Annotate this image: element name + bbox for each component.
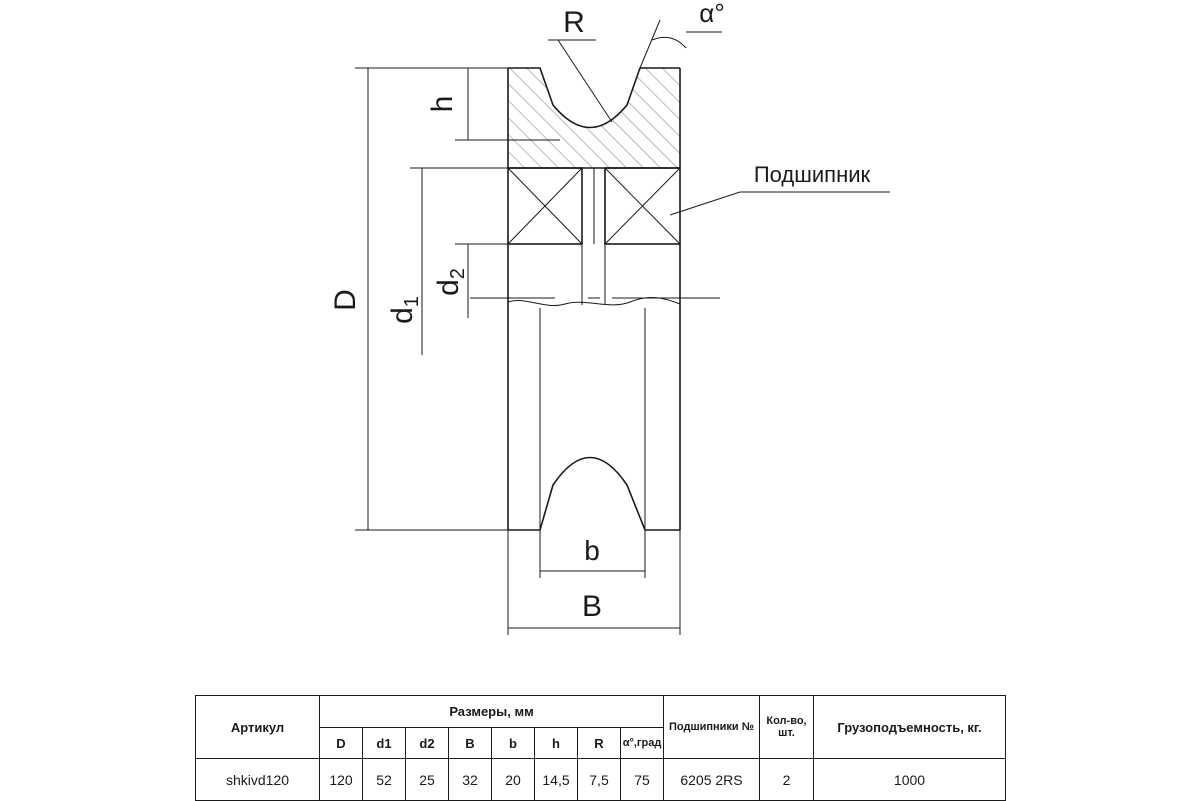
cell-b: 20: [491, 758, 535, 801]
cell-bearing: 6205 2RS: [663, 758, 760, 801]
dimension-h: h: [426, 67, 560, 141]
dimension-d2: d2: [432, 243, 508, 318]
col-h: h: [534, 727, 578, 759]
pulley-body: [507, 244, 681, 531]
cell-d2: 25: [405, 758, 449, 801]
table-row: shkivd120 120 52 25 32 20 14,5 7,5 75 62…: [195, 758, 1006, 801]
dimension-d1: d1: [386, 167, 508, 355]
dimension-D: D: [329, 67, 508, 531]
cell-capacity: 1000: [813, 758, 1006, 801]
bearing-callout: Подшипник: [669, 162, 890, 216]
cell-alpha: 75: [620, 758, 664, 801]
angle-alpha: α°: [639, 0, 725, 69]
cell-B: 32: [448, 758, 492, 801]
col-D: D: [319, 727, 363, 759]
label-h: h: [426, 96, 459, 113]
header-capacity: Грузоподъемность, кг.: [813, 695, 1006, 759]
header-qty: Кол-во, шт.: [759, 695, 814, 759]
specification-table: Артикул Размеры, мм Подшипники № Кол-во,…: [195, 695, 1006, 801]
col-d2: d2: [405, 727, 449, 759]
cell-h: 14,5: [534, 758, 578, 801]
header-dimensions: Размеры, мм: [319, 695, 664, 728]
dimension-B: B: [507, 530, 681, 635]
cell-R: 7,5: [577, 758, 621, 801]
label-bearing: Подшипник: [754, 162, 871, 187]
label-D: D: [329, 289, 362, 311]
col-alpha: α°,град: [620, 727, 664, 759]
cell-qty: 2: [759, 758, 814, 801]
header-bearings: Подшипники №: [663, 695, 760, 759]
cell-D: 120: [319, 758, 363, 801]
rim-section: [507, 67, 681, 169]
header-article: Артикул: [195, 695, 320, 759]
col-b: b: [491, 727, 535, 759]
col-B: B: [448, 727, 492, 759]
bearing-section: [507, 167, 681, 305]
label-alpha: α°: [699, 0, 724, 28]
col-R: R: [577, 727, 621, 759]
radius-leader: R: [548, 6, 613, 123]
label-d2: d2: [432, 268, 469, 296]
cell-d1: 52: [362, 758, 406, 801]
cell-article: shkivd120: [195, 758, 320, 801]
label-d1: d1: [386, 296, 423, 324]
label-R: R: [563, 6, 585, 39]
label-B: B: [582, 590, 602, 623]
pulley-technical-drawing: D h d1 d2 b B R: [329, 0, 890, 635]
col-d1: d1: [362, 727, 406, 759]
dimension-b: b: [539, 530, 646, 578]
label-b: b: [584, 535, 600, 566]
